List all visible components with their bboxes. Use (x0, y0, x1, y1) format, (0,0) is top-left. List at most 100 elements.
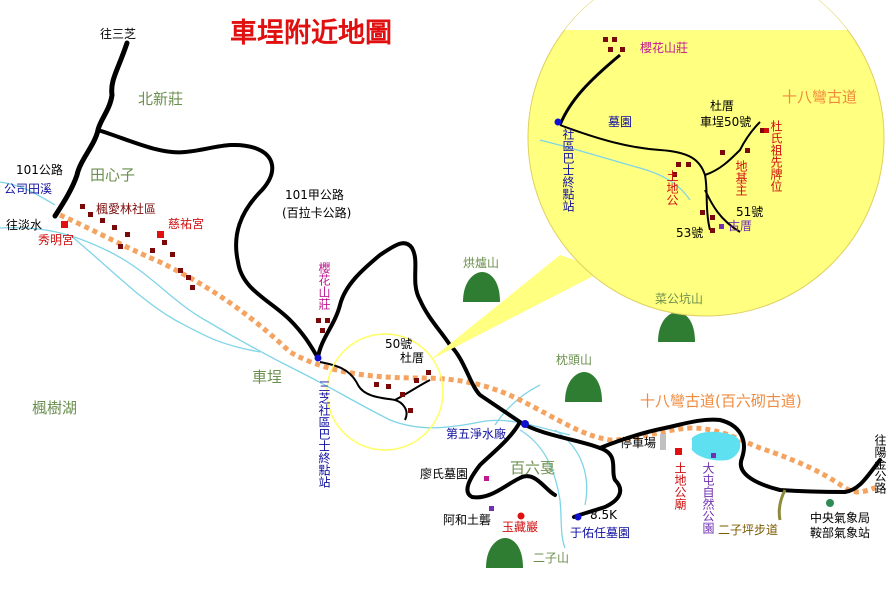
road-checheng (316, 241, 452, 360)
k85-icon (574, 513, 582, 521)
river-branch-left (0, 181, 56, 206)
label-yuzangyan: 玉藏巖 (502, 520, 538, 534)
label-weather2: 鞍部氣象站 (810, 525, 870, 540)
road-datun (598, 417, 882, 494)
inset-label-cemetery: 墓園 (608, 115, 632, 129)
label-ciyougong: 慈祐宮 (168, 216, 204, 231)
inset-shrine-icon (764, 128, 769, 133)
label-erzipingtrail: 二子坪步道 (718, 523, 778, 537)
label-honglushan: 烘爐山 (463, 255, 499, 270)
river-main (0, 227, 571, 436)
road-101 (52, 40, 130, 219)
inset-label-checheng50: 車埕50號 (700, 115, 751, 129)
inset-label-gucuo: 古厝 (728, 218, 752, 233)
river-branch-bailiu (519, 429, 566, 549)
inset-road-branch (704, 121, 761, 176)
rivers (0, 181, 588, 549)
river-branch-lower (69, 234, 261, 353)
label-no50: 50號 (385, 337, 412, 351)
inset-label-yinghua: 櫻花山莊 (640, 40, 688, 55)
label-baiqiu: 百六戛 (510, 459, 555, 477)
inset-river (539, 139, 691, 201)
mountain-honglushan-icon (463, 272, 500, 302)
inset-road-cross (559, 124, 711, 231)
label-gongsitianxi: 公司田溪 (4, 182, 52, 196)
tudigongmiao-icon (675, 448, 682, 455)
inset-label-dushi-vertical: 杜氏祖先牌位 (769, 119, 783, 192)
mountain-caigongkeng-icon (658, 312, 695, 342)
label-ahetulong: 阿和土礱 (443, 512, 491, 527)
lane-1 (319, 361, 408, 421)
yuzangyan-icon (517, 512, 525, 520)
label-beixinzhuang: 北新莊 (138, 90, 183, 108)
label-rd101a: 101甲公路 (285, 187, 344, 202)
tea-gardens (80, 204, 431, 413)
inset-map (527, 0, 885, 317)
ahetulong-icon (489, 506, 494, 511)
label-yuyoutomb: 于佑任墓園 (570, 526, 630, 540)
label-liaotomb: 廖氏墓園 (420, 466, 468, 481)
label-rd101: 101公路 (16, 162, 63, 177)
ciyougong-icon (157, 231, 164, 238)
inset-bus-stop-icon (554, 118, 562, 126)
label-tianxinzi: 田心子 (90, 166, 135, 184)
inset-tea (603, 37, 765, 233)
road-east (448, 343, 557, 500)
mountain-erzishan-icon (486, 538, 523, 568)
mountain-zhentou-icon (565, 372, 602, 402)
label-bailaqia: (百拉卡公路) (282, 205, 351, 220)
inset-label-dijizhu-vertical: 地基主 (734, 160, 748, 196)
xiuminggong-icon (61, 221, 68, 228)
label-caigongkengshan: 菜公坑山 (655, 291, 703, 306)
weather-station-icon (826, 499, 834, 507)
road-southeast (518, 420, 623, 519)
label-weather: 中央氣象局 (810, 510, 870, 525)
label-erzishan: 二子山 (533, 551, 569, 565)
inset-road-main (558, 53, 621, 126)
inset-contents (528, 0, 884, 233)
label-ducuo: 杜厝 (400, 350, 424, 365)
label-sanzhi-bus-vertical: 三芝社區巴士終點站 (317, 380, 331, 488)
lanes (319, 361, 431, 421)
label-fengailin: 楓愛林社區 (96, 201, 156, 216)
checheng-bus-icon (314, 354, 322, 362)
inset-label-no51: 51號 (736, 205, 763, 219)
lane-2 (394, 379, 431, 401)
inset-circle (527, 0, 885, 317)
label-fengshuhu: 楓樹湖 (32, 399, 77, 417)
parking-icon (660, 434, 666, 450)
label-k85: 8.5K (590, 508, 618, 522)
road-101a (96, 128, 320, 360)
erziping-trail-line (777, 489, 787, 521)
pond-datun (692, 431, 741, 461)
inset-label-trail18: 十八彎古道 (782, 88, 857, 106)
label-xiuminggong: 秀明宮 (38, 232, 74, 247)
inset-label-tudigong-vertical: 土地公 (665, 170, 679, 206)
inset-gucuo-icon (719, 224, 724, 229)
river-branch-north (494, 384, 541, 426)
mountains (463, 272, 695, 568)
inset-road-lower (704, 189, 741, 233)
map-title: 車埕附近地圖 (230, 18, 392, 49)
label-datun-park-vertical: 大屯自然公園 (701, 462, 715, 534)
roads (52, 40, 882, 519)
label-tudigongmiao-vertical: 土地公廟 (673, 462, 687, 511)
label-trail18: 十八彎古道(百六砌古道) (640, 392, 802, 410)
label-to-yangjin-vertical: 往陽金公路 (873, 433, 887, 495)
label-checheng: 車埕 (252, 368, 282, 386)
label-yinghua-vertical: 櫻花山莊 (317, 261, 331, 311)
inset-label-bus-vertical: 社區巴士終點站 (561, 127, 575, 212)
liaotomb-icon (484, 476, 489, 481)
label-water5: 第五淨水廠 (446, 426, 506, 441)
inset-callout (430, 255, 605, 360)
markers (61, 221, 834, 521)
inset-label-no53: 53號 (676, 226, 703, 240)
label-to-danshui: 往淡水 (6, 217, 42, 232)
highlight-circle (326, 333, 444, 451)
datun-park-icon (711, 453, 716, 458)
water5-icon (521, 420, 529, 428)
inset-label-ducuo: 杜厝 (710, 98, 734, 113)
label-parking: 停車場 (620, 435, 656, 450)
label-to-sanzhi: 往三芝 (100, 26, 136, 41)
